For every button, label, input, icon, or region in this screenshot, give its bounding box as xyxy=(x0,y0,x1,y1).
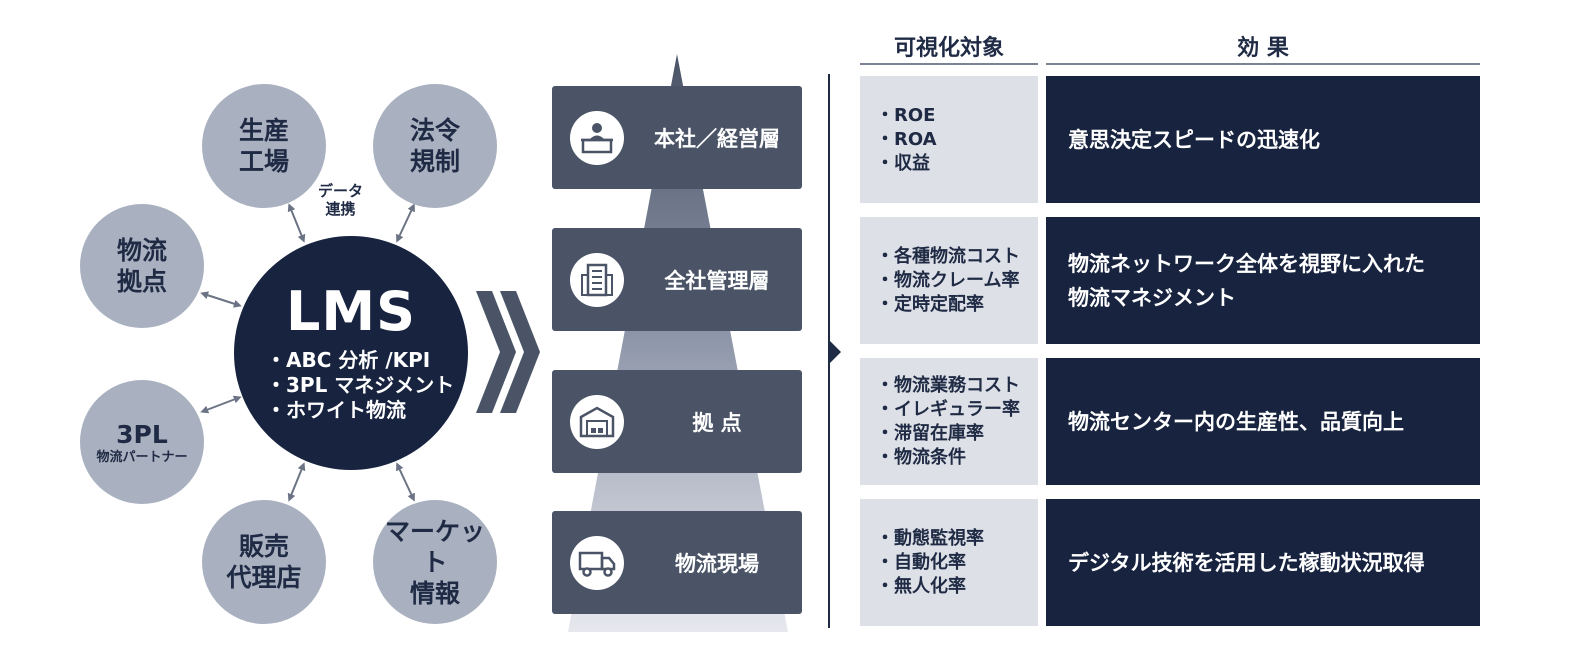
target-item: ・物流クレーム率 xyxy=(876,269,1020,291)
satellite-laws-regulations: 法令 規制 xyxy=(373,84,497,208)
data-link-label: データ 連携 xyxy=(318,182,364,218)
header-underline xyxy=(860,63,1038,65)
target-item: ・無人化率 xyxy=(876,575,966,597)
target-item: ・物流条件 xyxy=(876,446,966,468)
layer-logistics-site: 物流現場 xyxy=(552,511,802,614)
satellite-production-factory: 生産 工場 xyxy=(202,84,326,208)
hierarchy-spike xyxy=(568,54,788,632)
layer-base: 拠 点 xyxy=(552,370,802,473)
satellite-sales-agency: 販売 代理店 xyxy=(202,500,326,624)
target-item: ・滞留在庫率 xyxy=(876,422,984,444)
layer-headquarters: 本社／経営層 xyxy=(552,86,802,189)
office-building-icon xyxy=(570,253,624,307)
target-item: ・各種物流コスト xyxy=(876,245,1020,267)
truck-icon xyxy=(570,536,624,590)
satellite-market-info: マーケット 情報 xyxy=(373,500,497,624)
target-item: ・収益 xyxy=(876,152,930,174)
chevron-right-icon xyxy=(500,291,540,413)
lms-hub: LMS ・ABC 分析 /KPI ・3PL マネジメント ・ホワイト物流 xyxy=(234,236,468,470)
target-item: ・ROA xyxy=(876,128,937,150)
effect-cell: 物流ネットワーク全体を視野に入れた 物流マネジメント xyxy=(1046,217,1480,344)
header-visualization-target: 可視化対象 xyxy=(893,36,1004,61)
target-item: ・イレギュラー率 xyxy=(876,398,1020,420)
target-item: ・物流業務コスト xyxy=(876,374,1020,396)
header-effect: 効 果 xyxy=(1237,36,1289,61)
target-cell: ・物流業務コスト ・イレギュラー率 ・滞留在庫率 ・物流条件 xyxy=(860,358,1038,485)
hub-feature-item: ・ホワイト物流 xyxy=(266,398,406,422)
target-item: ・動態監視率 xyxy=(876,527,984,549)
effect-cell: 意思決定スピードの迅速化 xyxy=(1046,76,1480,203)
header-underline xyxy=(1046,63,1480,65)
satellite-3pl-sub: 物流パートナー xyxy=(96,449,188,465)
satellite-logistics-base: 物流 拠点 xyxy=(80,204,204,328)
layer-label: 物流現場 xyxy=(675,551,759,576)
target-item: ・ROE xyxy=(876,104,936,126)
effect-cell: デジタル技術を活用した稼動状況取得 xyxy=(1046,499,1480,626)
target-item: ・自動化率 xyxy=(876,551,966,573)
hub-feature-item: ・ABC 分析 /KPI xyxy=(266,348,431,372)
target-cell: ・各種物流コスト ・物流クレーム率 ・定時定配率 xyxy=(860,217,1038,344)
reception-person-icon xyxy=(570,111,624,165)
layer-company-management: 全社管理層 xyxy=(552,228,802,331)
target-item: ・定時定配率 xyxy=(876,293,984,315)
effect-cell: 物流センター内の生産性、品質向上 xyxy=(1046,358,1480,485)
hub-title: LMS xyxy=(285,280,417,343)
hub-feature-item: ・3PL マネジメント xyxy=(266,373,455,397)
layer-label: 本社／経営層 xyxy=(654,126,780,151)
chevron-right-icon xyxy=(476,291,516,413)
layer-label: 拠 点 xyxy=(692,410,742,435)
hub-feature-list: ・ABC 分析 /KPI ・3PL マネジメント ・ホワイト物流 xyxy=(266,348,454,423)
target-cell: ・動態監視率 ・自動化率 ・無人化率 xyxy=(860,499,1038,626)
target-cell: ・ROE ・ROA ・収益 xyxy=(860,76,1038,203)
satellite-3pl-label: 3PL xyxy=(116,419,168,449)
layer-label: 全社管理層 xyxy=(664,268,770,293)
divider-pointer-icon xyxy=(829,340,841,364)
warehouse-icon xyxy=(570,395,624,449)
